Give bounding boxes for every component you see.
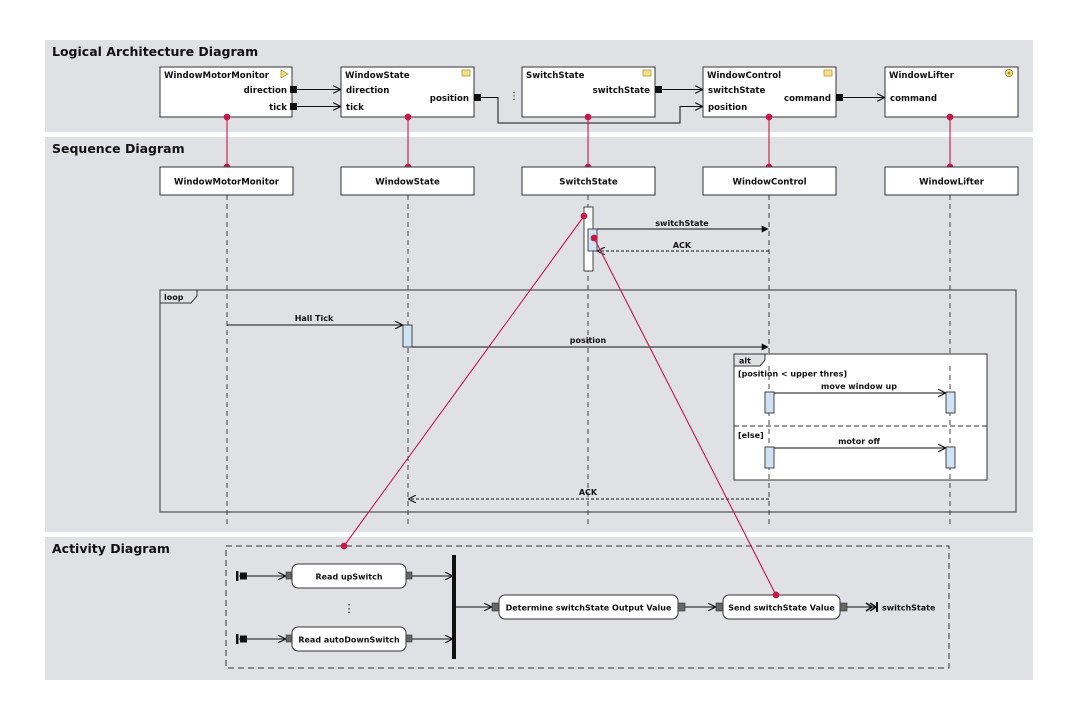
lifeline-head-windowlifter[interactable] [884,166,1019,196]
lifeline-label: WindowMotorMonitor [174,178,280,188]
message-label-motor-off: motor off [838,437,880,446]
activation-windowcontrol-2 [764,446,775,469]
loop-label: loop [164,293,184,302]
logical-section-title: Logical Architecture Diagram [52,44,258,59]
lifeline-label: WindowControl [732,178,806,188]
port-label: position [430,94,469,104]
join-bar [452,555,456,659]
port-label: command [890,94,937,104]
out-port [290,103,297,110]
message-label-switchstate: switchState [655,219,709,228]
port-label: tick [269,103,287,113]
out-port [655,86,662,93]
component-switchstate[interactable]: SwitchState switchState ⋮ [509,66,662,118]
input-pin-autodownswitch [236,634,285,644]
component-name: WindowMotorMonitor [164,71,270,81]
activity-section-title: Activity Diagram [52,541,170,556]
activation-windowlifter-1 [945,391,956,414]
component-icon [461,69,471,77]
activation-windowcontrol-1 [764,391,775,414]
lifeline-head-switchstate[interactable] [521,166,656,196]
lifeline-head-windowcontrol[interactable] [702,166,837,196]
activation-windowlifter-2 [945,446,956,469]
alt-guard-1: [position < upper thres] [738,370,847,379]
out-port [290,86,297,93]
output-pin-switchstate [847,602,878,612]
action-label: Send switchState Value [728,604,835,613]
out-port [474,94,481,101]
port-label: direction [346,86,389,96]
out-port [836,94,843,101]
lifeline-head-windowmotormonitor[interactable] [159,166,294,196]
port-label: command [784,94,831,104]
action-send-switchstate[interactable]: Send switchState Value [715,594,848,620]
lifeline-label: WindowLifter [919,178,985,188]
alt-fragment-tab [733,353,766,367]
component-name: SwitchState [526,71,585,81]
loop-fragment [159,289,1017,513]
activity-frame [225,545,950,669]
message-label-move-up: move window up [821,382,897,391]
port-label: tick [346,103,364,113]
alt-fragment [733,353,988,481]
component-windowmotormonitor[interactable]: WindowMotorMonitor direction tick [159,66,297,118]
component-windowcontrol[interactable]: WindowControl switchState position comma… [702,66,843,118]
connector-position [481,97,702,124]
action-label: Read autoDownSwitch [298,636,400,645]
port-label: switchState [708,86,766,96]
message-label-ack-1: ACK [673,241,692,250]
action-label: Read upSwitch [315,573,382,582]
component-name: WindowState [345,71,410,81]
action-read-upswitch[interactable]: Read upSwitch [285,563,413,589]
component-icon [642,69,652,77]
port-label: direction [244,86,287,96]
loop-fragment-tab [159,289,198,304]
activation-windowstate [402,324,413,348]
component-name: WindowLifter [889,71,955,81]
port-label: switchState [593,86,651,96]
action-determine-switchstate[interactable]: Determine switchState Output Value [491,594,686,620]
alt-label: alt [739,357,751,366]
activity-ellipsis: ⋮ [344,602,355,615]
lifeline-heads: WindowMotorMonitor WindowState SwitchSta… [159,166,1019,196]
input-pin-upswitch [236,571,285,581]
component-icon [823,69,833,77]
sequence-section-title: Sequence Diagram [52,141,185,156]
component-icon-dot [1007,71,1011,75]
lifeline-label: SwitchState [559,178,618,188]
component-windowstate[interactable]: WindowState direction tick position [340,66,481,118]
ports-ellipsis: ⋮ [509,91,519,102]
component-windowlifter[interactable]: WindowLifter command [884,66,1019,118]
action-read-autodownswitch[interactable]: Read autoDownSwitch [285,626,413,652]
lifeline-label: WindowState [375,178,440,188]
message-label-hall-tick: Hall Tick [295,314,334,323]
message-label-position: position [570,336,607,345]
play-icon [280,69,289,79]
output-label: switchState [882,604,936,613]
message-label-ack-2: ACK [579,488,598,497]
cross-trace-links [340,212,780,599]
lifeline-head-windowstate[interactable] [340,166,475,196]
action-label: Determine switchState Output Value [506,604,672,613]
alt-guard-2: [else] [738,431,764,440]
logical-connectors [297,90,884,124]
port-label: position [708,103,747,113]
component-name: WindowControl [707,71,781,81]
